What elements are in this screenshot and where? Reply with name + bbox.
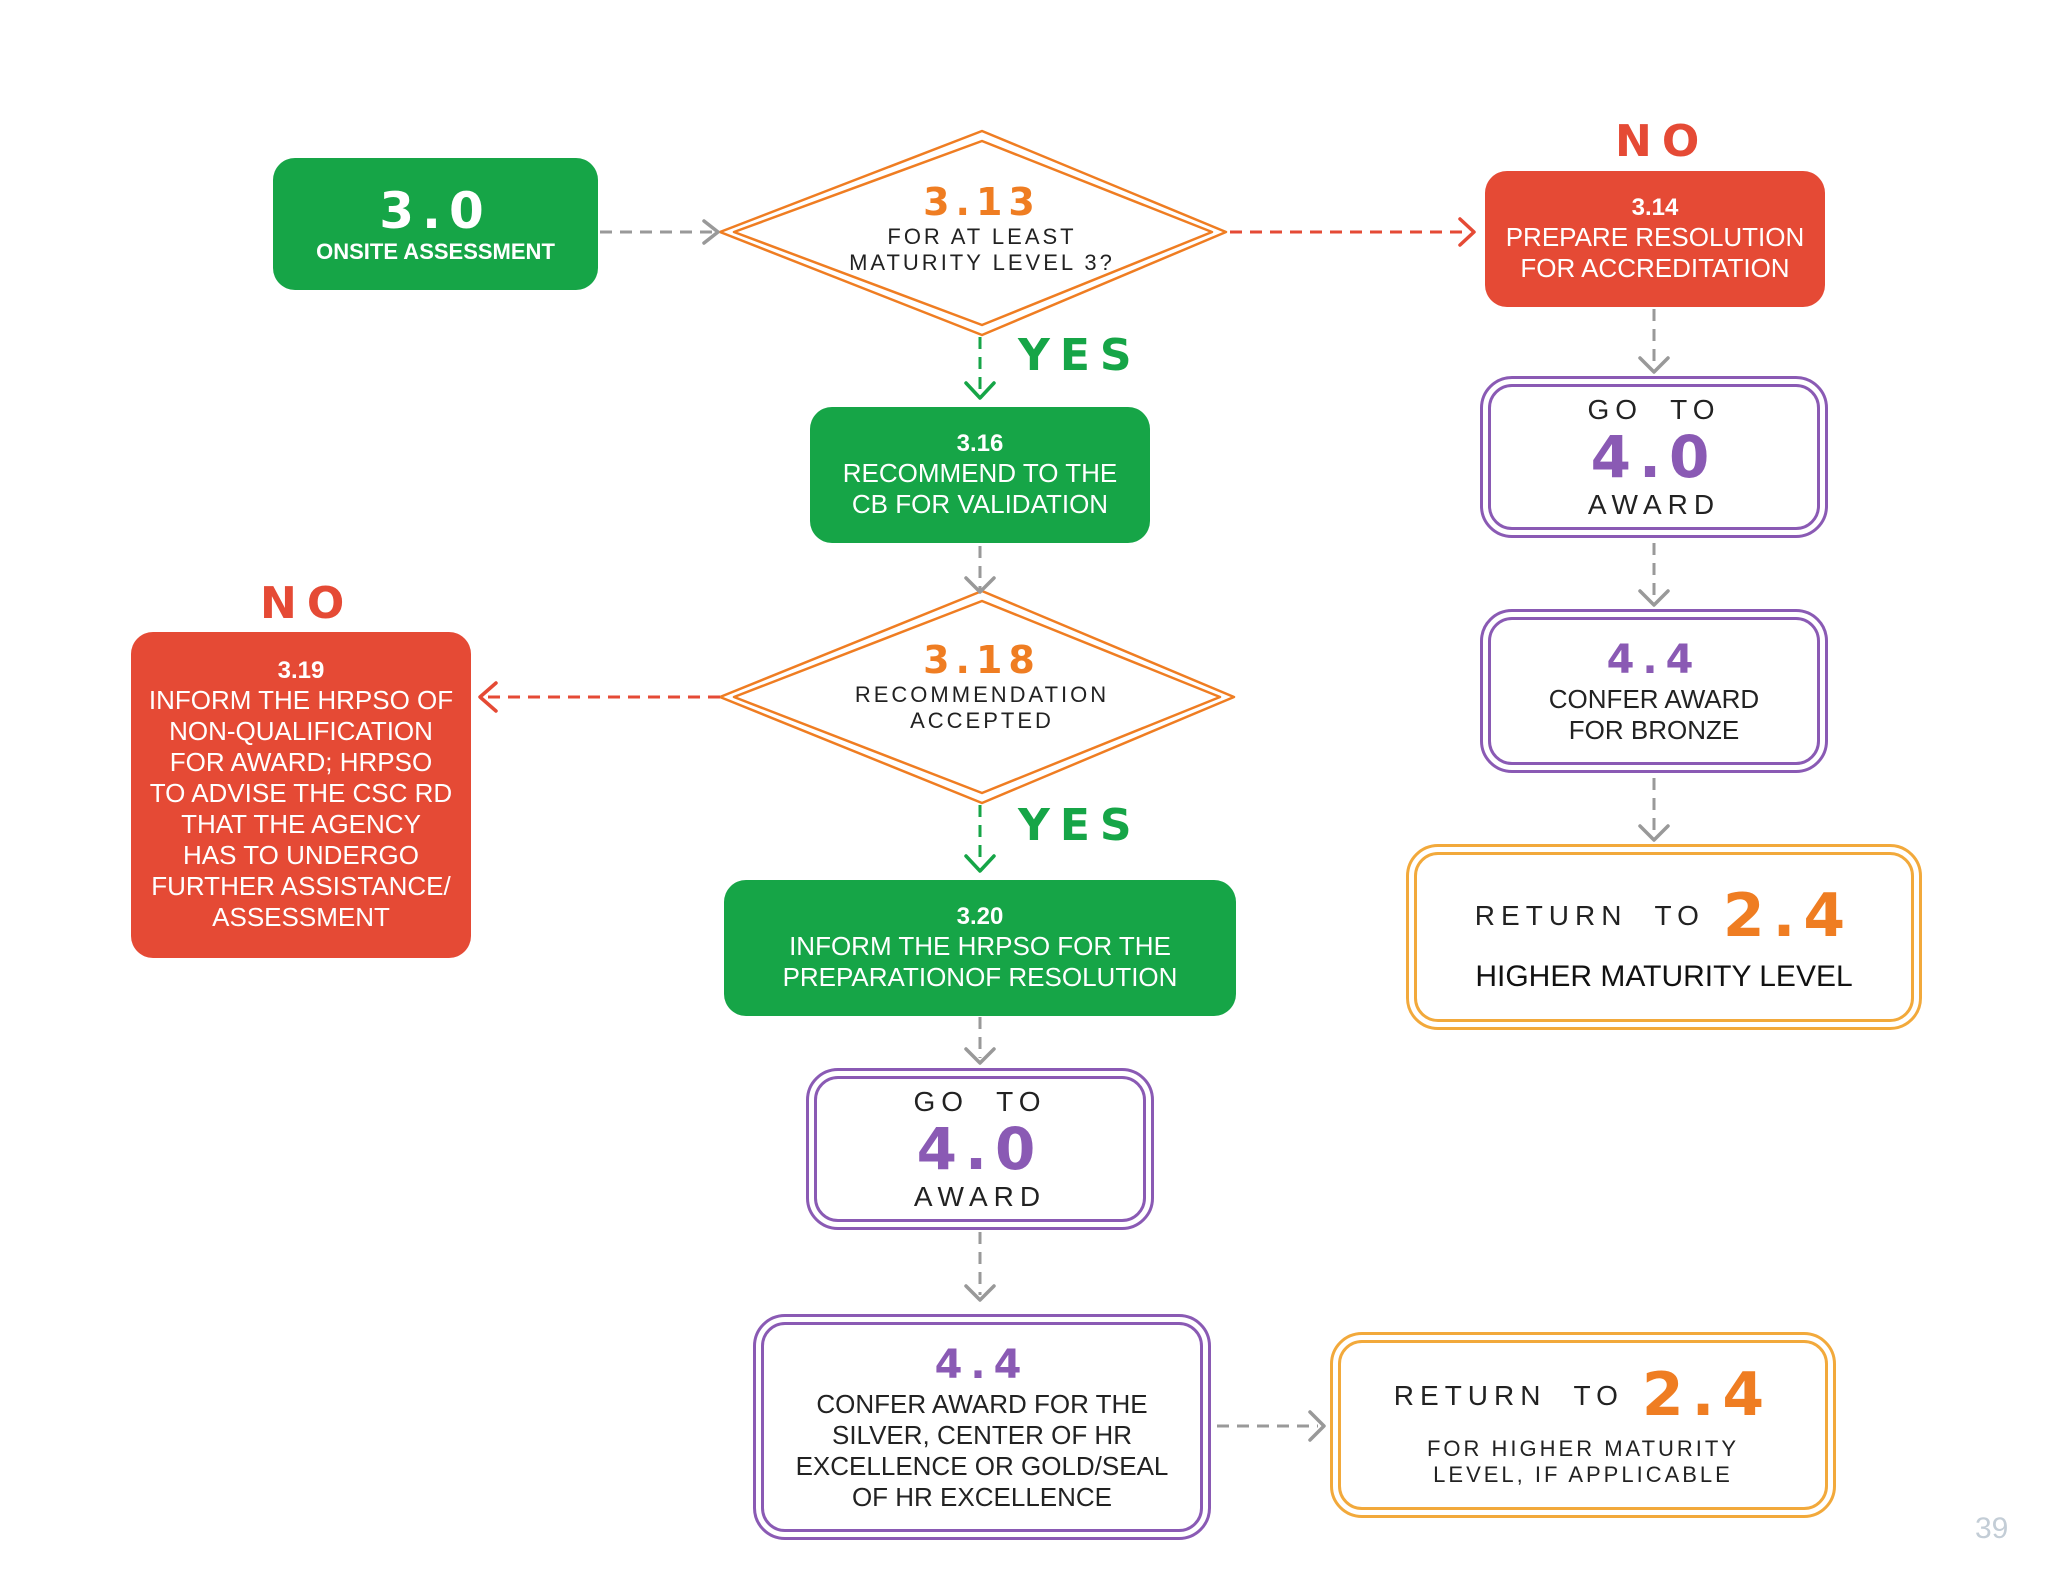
return-sub-line2: LEVEL, IF APPLICABLE (1433, 1462, 1733, 1487)
node-3-16-recommend: 3.16 RECOMMEND TO THE CB FOR VALIDATION (810, 407, 1150, 543)
node-number: 4.4 (934, 1342, 1030, 1388)
node-label-line: SILVER, CENTER OF HR (831, 1420, 1132, 1450)
node-4-4-silver-gold: 4.4 CONFER AWARD FOR THE SILVER, CENTER … (753, 1314, 1211, 1540)
node-label-line: CONFER AWARD FOR THE (816, 1389, 1148, 1419)
return-number: 2.4 (1641, 1360, 1773, 1430)
goto-number: 4.0 (916, 1115, 1044, 1183)
goto-pre: GO TO (913, 1086, 1047, 1117)
return-pre: RETURN TO (1393, 1379, 1624, 1411)
node-3-19-inform-non-qualification: 3.19 INFORM THE HRPSO OF NON-QUALIFICATI… (131, 632, 471, 958)
no-label-top: NO (1615, 116, 1710, 167)
return-heading: RETURN TO 2.4 (1475, 883, 1853, 949)
return-sub-line1: FOR HIGHER MATURITY (1426, 1436, 1740, 1461)
goto-post: AWARD (1587, 489, 1721, 520)
diamond-3-18-shape (718, 589, 1236, 805)
node-label-line: NON-QUALIFICATION (169, 716, 433, 746)
node-label-line: HAS TO UNDERGO (183, 840, 419, 870)
node-label-line1: RECOMMENDATION (854, 682, 1110, 707)
node-label-line: TO ADVISE THE CSC RD (149, 778, 453, 808)
return-pre: RETURN TO (1474, 900, 1705, 931)
node-label-line: INFORM THE HRPSO OF (148, 685, 454, 715)
return-number: 2.4 (1722, 880, 1854, 951)
node-number: 3.13 (923, 180, 1041, 224)
goto-pre: GO TO (1587, 394, 1721, 425)
page-number: 39 (1975, 1512, 2009, 1545)
node-3-0-onsite-assessment: 3.0 ONSITE ASSESSMENT (273, 158, 598, 290)
return-2-4-bottom: RETURN TO 2.4 FOR HIGHER MATURITY LEVEL,… (1330, 1332, 1836, 1518)
node-number: 3.19 (277, 657, 325, 684)
decision-3-18: 3.18 RECOMMENDATION ACCEPTED (782, 638, 1182, 734)
node-label: ONSITE ASSESSMENT (316, 239, 555, 264)
yes-label-1: YES (1018, 330, 1142, 381)
node-4-4-bronze: 4.4 CONFER AWARD FOR BRONZE (1480, 609, 1828, 773)
node-label-line: ASSESSMENT (212, 902, 390, 932)
node-label-line: FURTHER ASSISTANCE/ (151, 871, 451, 901)
node-label-line2: FOR ACCREDITATION (1520, 253, 1790, 283)
node-label-line: THAT THE AGENCY (181, 809, 421, 839)
node-3-14-prepare-resolution: 3.14 PREPARE RESOLUTION FOR ACCREDITATIO… (1485, 171, 1825, 307)
node-label-line1: RECOMMEND TO THE (842, 458, 1118, 488)
node-label-line: FOR AWARD; HRPSO (169, 747, 433, 777)
node-3-20-inform-preparation: 3.20 INFORM THE HRPSO FOR THE PREPARATIO… (724, 880, 1236, 1016)
node-label-line2: PREPARATIONOF RESOLUTION (782, 962, 1178, 992)
node-label-line2: CB FOR VALIDATION (851, 489, 1109, 519)
no-label-left: NO (260, 578, 355, 629)
node-number: 4.4 (1606, 637, 1702, 683)
return-2-4-right: RETURN TO 2.4 HIGHER MATURITY LEVEL (1406, 844, 1922, 1030)
node-label-line: OF HR EXCELLENCE (851, 1482, 1113, 1512)
goto-4-0-right: GO TO 4.0 AWARD (1480, 376, 1828, 538)
goto-4-0-center: GO TO 4.0 AWARD (806, 1068, 1154, 1230)
decision-3-13: 3.13 FOR AT LEAST MATURITY LEVEL 3? (782, 180, 1182, 276)
return-heading: RETURN TO 2.4 (1394, 1362, 1772, 1428)
goto-post: AWARD (913, 1181, 1047, 1212)
node-label-line1: CONFER AWARD (1548, 684, 1760, 714)
node-label-line: EXCELLENCE OR GOLD/SEAL (795, 1451, 1169, 1481)
node-number: 3.0 (379, 182, 492, 240)
node-label-line1: FOR AT LEAST (887, 224, 1077, 249)
goto-number: 4.0 (1590, 423, 1718, 491)
node-label-line2: ACCEPTED (910, 708, 1054, 733)
node-label-line1: PREPARE RESOLUTION (1505, 222, 1805, 252)
return-sub: HIGHER MATURITY LEVEL (1475, 959, 1853, 993)
node-label-line2: MATURITY LEVEL 3? (849, 250, 1115, 275)
node-label-line1: INFORM THE HRPSO FOR THE (789, 931, 1171, 961)
node-label-line2: FOR BRONZE (1568, 715, 1740, 745)
yes-label-2: YES (1018, 800, 1142, 851)
node-number: 3.16 (956, 430, 1004, 457)
node-number: 3.20 (956, 903, 1004, 930)
node-number: 3.18 (923, 638, 1041, 682)
diamond-3-13-shape (718, 129, 1228, 337)
node-number: 3.14 (1631, 194, 1679, 221)
